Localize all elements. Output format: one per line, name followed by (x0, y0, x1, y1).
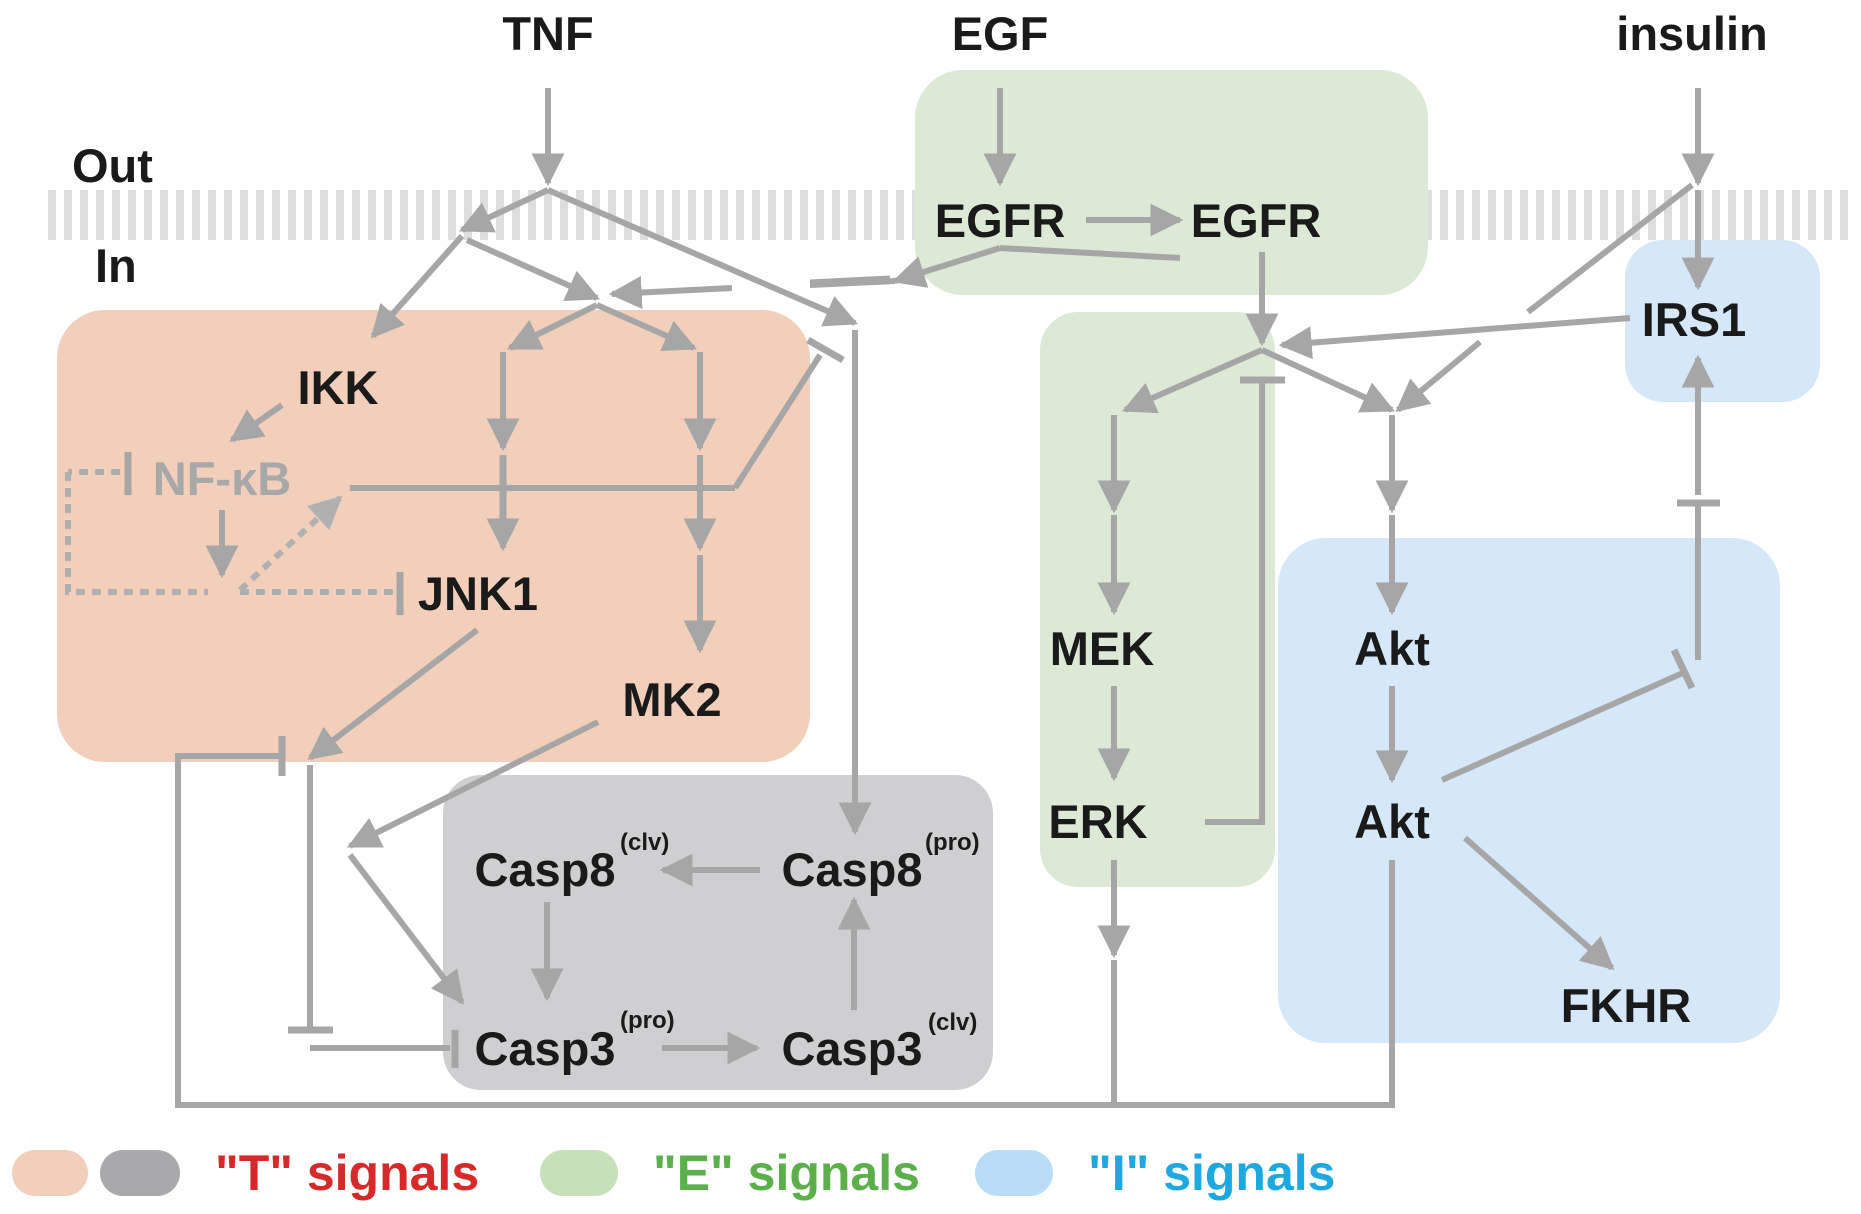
legend-swatch-e (540, 1150, 618, 1196)
casp3-pro-superscript: (pro) (620, 1007, 675, 1034)
casp8-pro-superscript: (pro) (925, 829, 980, 856)
egf-input: EGF (952, 7, 1049, 60)
insulin-input: insulin (1616, 7, 1767, 60)
casp3-clv-superscript: (clv) (928, 1009, 977, 1036)
ikk-node: IKK (298, 361, 379, 414)
egfr-node-2: EGFR (1191, 194, 1322, 247)
e-signals-mapk-region (1040, 312, 1275, 887)
edges (65, 88, 1720, 1108)
casp8-pro-node: Casp8 (781, 843, 922, 896)
fkhr-node: FKHR (1561, 979, 1692, 1032)
mk2-node: MK2 (622, 673, 721, 726)
mek-node: MEK (1050, 622, 1155, 675)
legend-swatch-i (975, 1150, 1053, 1196)
tnf-input: TNF (502, 7, 593, 60)
e-signals-receptor-region (915, 70, 1428, 295)
legend: "T" signals "E" signals "I" signals (12, 1145, 1336, 1201)
akt-node-2: Akt (1354, 795, 1430, 848)
casp3-pro-node: Casp3 (474, 1022, 615, 1075)
akt-node-1: Akt (1354, 622, 1430, 675)
i-signals-irs1-region (1625, 240, 1820, 402)
casp8-clv-superscript: (clv) (620, 829, 669, 856)
jnk1-node: JNK1 (418, 567, 538, 620)
in-label: In (95, 239, 137, 292)
erk-node: ERK (1048, 795, 1147, 848)
t-grey-caspase-region (443, 775, 993, 1090)
nfkb-node: NF-κB (153, 452, 291, 505)
legend-e-label: "E" signals (653, 1145, 920, 1201)
cell-membrane (45, 190, 1850, 240)
egfr-node-1: EGFR (935, 194, 1066, 247)
legend-swatch-t-grey (100, 1150, 180, 1196)
casp3-clv-node: Casp3 (781, 1022, 922, 1075)
legend-i-label: "I" signals (1088, 1145, 1336, 1201)
i-signals-akt-region (1278, 538, 1780, 1043)
legend-swatch-t-peach (12, 1150, 88, 1196)
legend-t-label: "T" signals (215, 1145, 479, 1201)
irs1-node: IRS1 (1642, 293, 1747, 346)
casp8-clv-node: Casp8 (474, 843, 615, 896)
out-label: Out (72, 139, 153, 192)
